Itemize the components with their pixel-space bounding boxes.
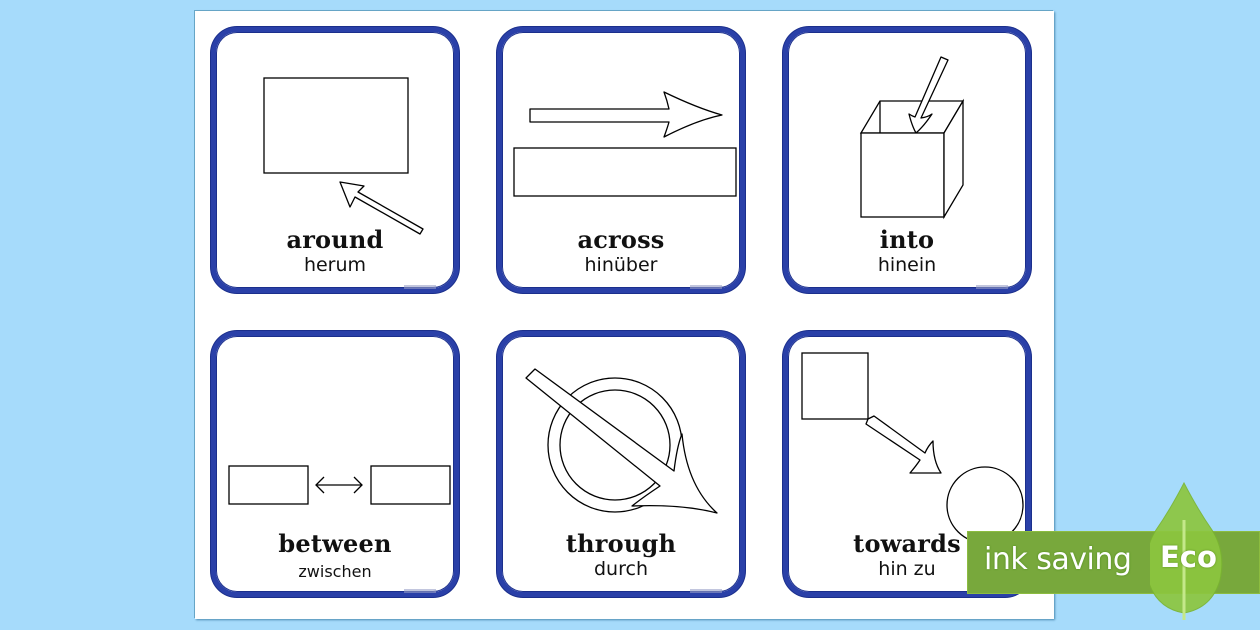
card-word: into xyxy=(879,225,935,254)
arrow-towards-circle-icon xyxy=(801,352,1024,544)
card-translation: durch xyxy=(594,558,648,580)
eco-leaf-icon xyxy=(1150,481,1223,620)
watermark xyxy=(404,589,436,593)
double-arrow-between-boxes-icon xyxy=(228,465,451,505)
arrow-around-rectangle-icon xyxy=(263,77,424,235)
card-around: around herum xyxy=(211,27,459,293)
card-word: between xyxy=(278,529,392,558)
card-word: through xyxy=(565,529,677,558)
card-word: across xyxy=(577,225,665,254)
card-between: between zwischen xyxy=(211,331,459,597)
watermark xyxy=(976,285,1008,289)
card-word: around xyxy=(286,225,384,254)
card-translation: herum xyxy=(303,254,367,276)
eco-label: Eco xyxy=(1160,540,1217,574)
card-through: through durch xyxy=(497,331,745,597)
card-translation: hinein xyxy=(877,254,937,276)
arrow-into-box-icon xyxy=(859,56,965,220)
arrow-across-bar-icon xyxy=(513,91,737,197)
watermark xyxy=(404,285,436,289)
card-translation: hin zu xyxy=(878,558,936,580)
worksheet-page: around herum across hinüber into hinein xyxy=(195,11,1054,619)
card-translation: zwischen xyxy=(298,562,372,581)
card-across: across hinüber xyxy=(497,27,745,293)
ink-saving-label: ink saving xyxy=(984,542,1132,577)
card-into: into hinein xyxy=(783,27,1031,293)
watermark xyxy=(690,589,722,593)
watermark xyxy=(690,285,722,289)
card-translation: hinüber xyxy=(584,254,658,276)
arrow-through-circle-icon xyxy=(525,368,718,514)
card-word: towards xyxy=(853,529,961,558)
